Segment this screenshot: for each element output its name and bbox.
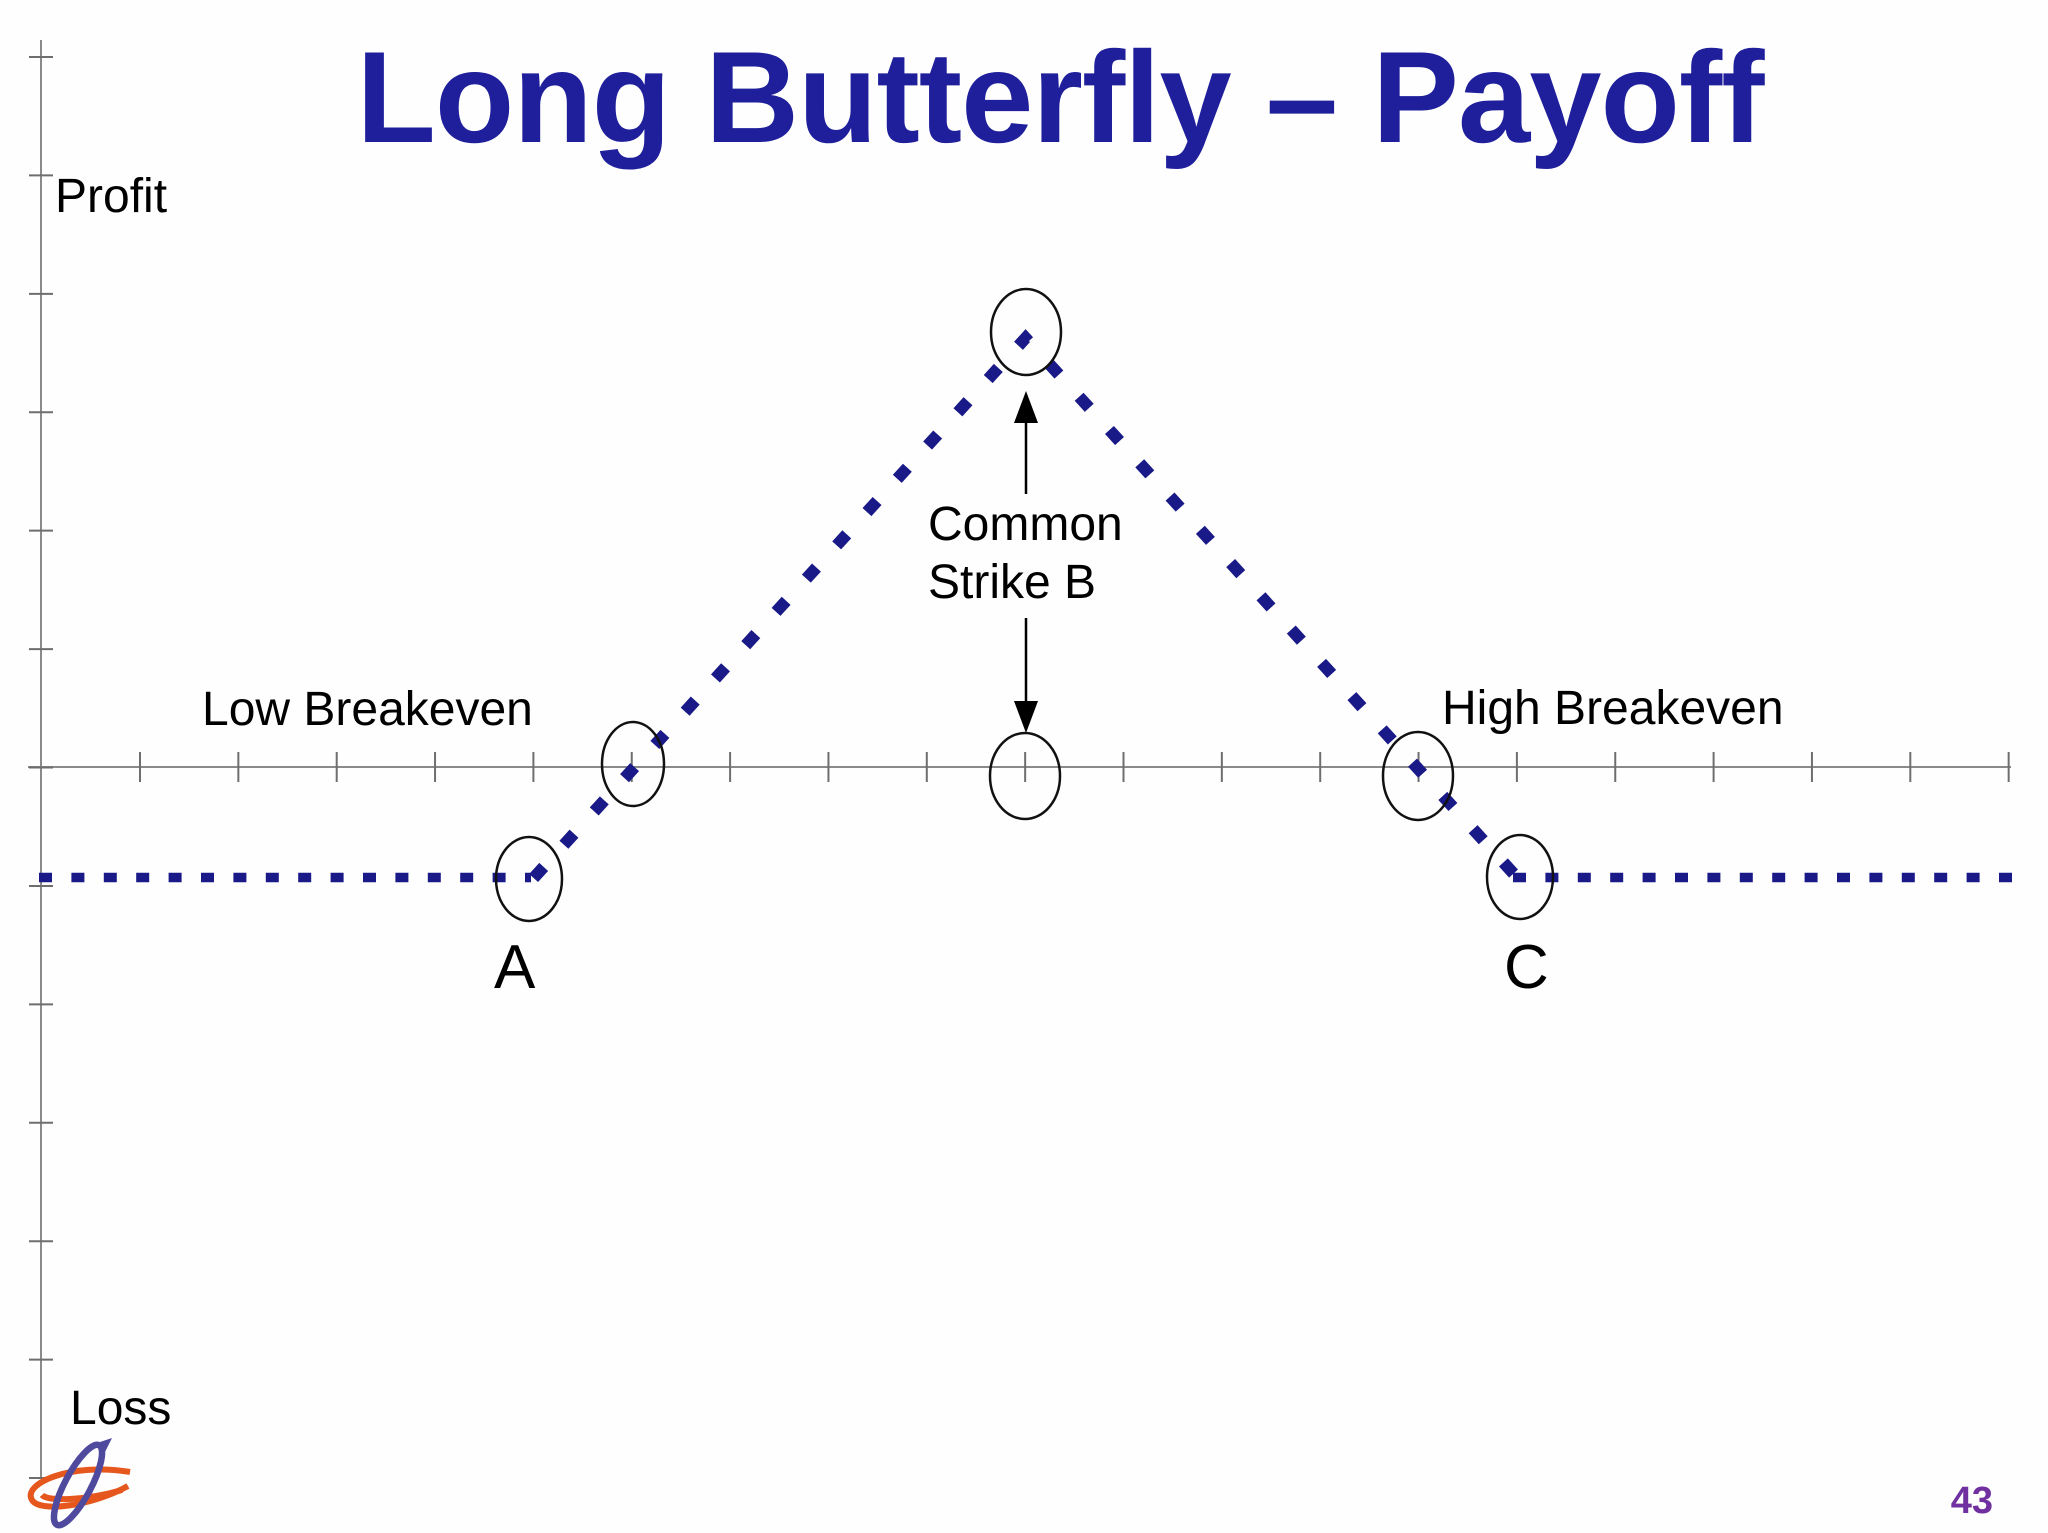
payoff-peak (529, 329, 1523, 883)
logo-orange-swoosh-inner (39, 1487, 123, 1503)
point-a-label: A (494, 933, 536, 1002)
low-breakeven-label: Low Breakeven (202, 683, 533, 736)
company-logo-icon (27, 1438, 131, 1529)
arrow-down-head (1014, 701, 1038, 733)
point-c-label: C (1504, 933, 1549, 1002)
logo-orange-swoosh (27, 1466, 131, 1510)
slide-title: Long Butterfly – Payoff (356, 24, 1764, 170)
logo-purple-arrowhead (100, 1438, 112, 1454)
common-strike-label: Common Strike B (922, 494, 1131, 618)
highlight-circles (494, 287, 1555, 923)
y-axis-profit-label: Profit (55, 170, 168, 223)
arrow-up-head (1014, 391, 1038, 423)
high-breakeven-circle (1381, 730, 1455, 822)
y-axis-ticks (29, 56, 53, 1480)
strike-b-axis-circle (988, 731, 1062, 821)
common-strike-line1: Common (928, 498, 1123, 551)
low-breakeven-circle (600, 720, 666, 808)
page-number: 43 (1950, 1480, 1993, 1522)
y-axis-loss-label: Loss (70, 1382, 172, 1435)
x-axis-ticks (139, 752, 2010, 782)
point-c-circle (1485, 833, 1555, 921)
payoff-line (39, 329, 2015, 883)
high-breakeven-label: High Breakeven (1442, 682, 1784, 735)
point-a-circle (494, 835, 564, 923)
peak-circle (989, 287, 1063, 377)
logo-purple-orbit (50, 1441, 106, 1529)
common-strike-line2: Strike B (928, 556, 1097, 609)
